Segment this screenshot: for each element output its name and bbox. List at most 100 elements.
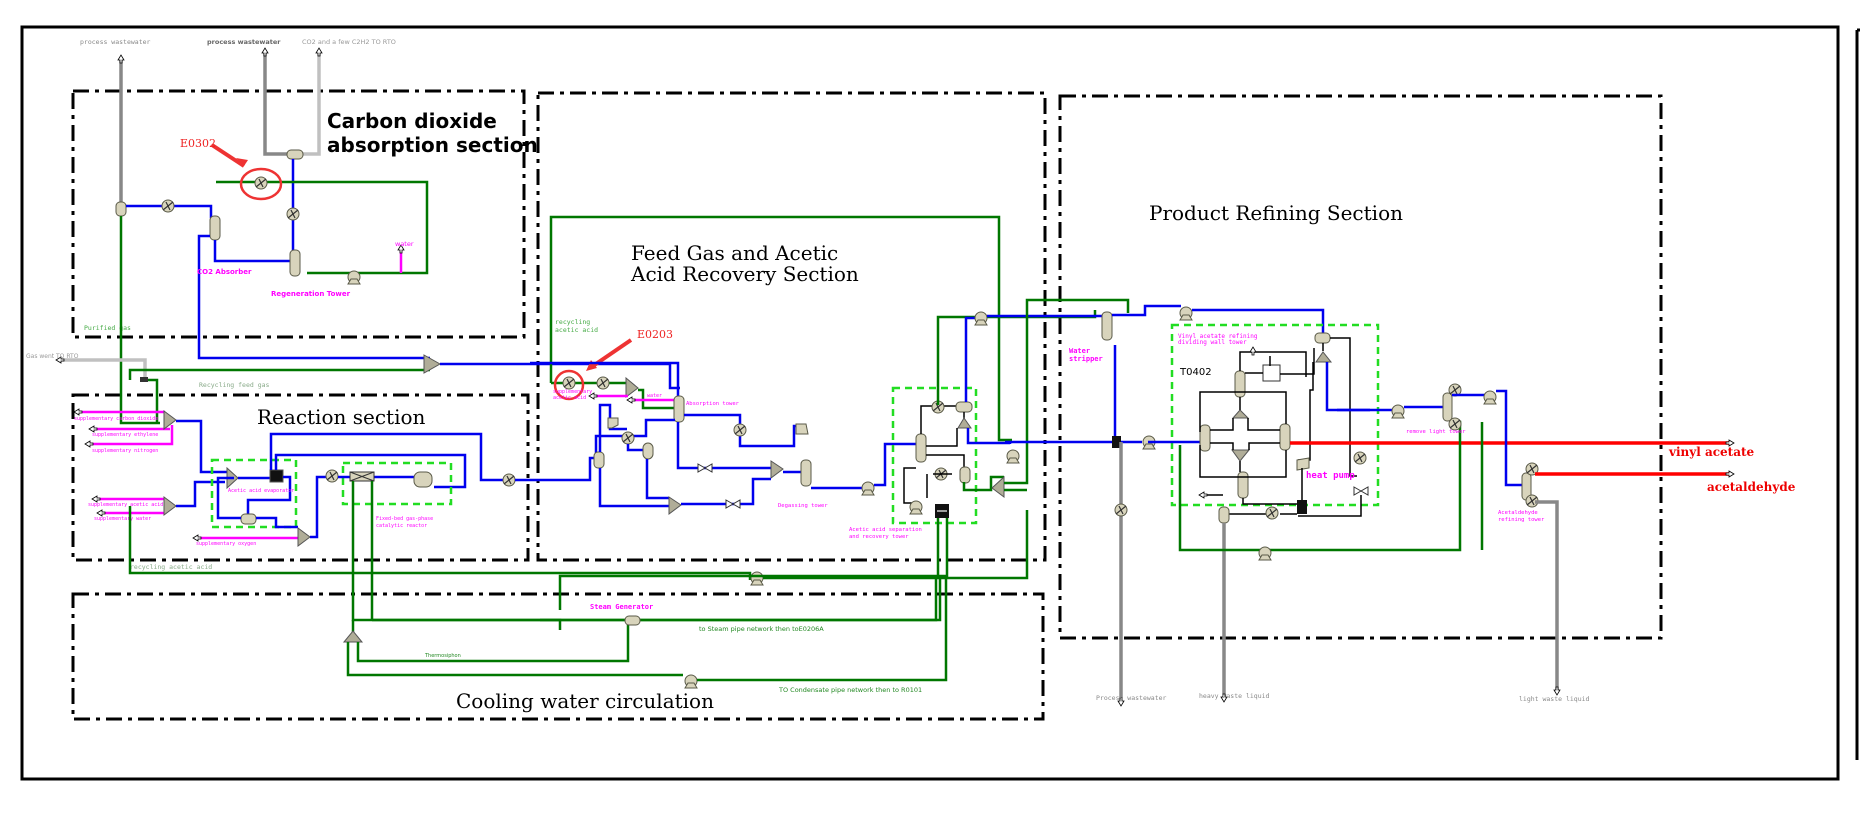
label-supplementary-5: supplementary water xyxy=(94,516,151,522)
heat-exchanger-icon[interactable] xyxy=(502,473,516,487)
dwc-reboiler-drum[interactable] xyxy=(1218,506,1230,524)
mixer[interactable] xyxy=(991,475,1005,498)
heat-exchanger-icon[interactable] xyxy=(1265,506,1279,520)
pump-icon[interactable] xyxy=(1483,390,1497,405)
pump-icon[interactable] xyxy=(1006,449,1020,464)
heat-exchanger-e0203-icon[interactable] xyxy=(562,376,576,390)
stream-green-refining xyxy=(1178,420,1462,552)
heat-exchanger-icon[interactable] xyxy=(1114,503,1128,517)
stream-reaction-product xyxy=(269,432,507,482)
reactor-cooler[interactable] xyxy=(413,471,433,488)
section-title-co2-line2: absorption section xyxy=(327,133,538,157)
label-dwc-line1: Vinyl acetate refining xyxy=(1178,333,1258,340)
separator-vessel[interactable] xyxy=(115,201,127,217)
pump-icon[interactable] xyxy=(1179,306,1193,321)
pump-icon[interactable] xyxy=(861,481,875,496)
valve-icon[interactable] xyxy=(1353,486,1369,496)
water-stripper-column[interactable] xyxy=(1101,311,1113,341)
degassing-tower-column[interactable] xyxy=(800,459,812,487)
heat-exchanger-icon[interactable] xyxy=(621,431,635,445)
knockout-drum[interactable] xyxy=(593,451,605,469)
stream-recycling-acetic-acid-loop xyxy=(549,215,1012,442)
heat-exchanger-icon[interactable] xyxy=(733,423,747,437)
inlet-arrow-icon xyxy=(626,396,636,404)
heat-pump-exchanger[interactable] xyxy=(1297,500,1307,514)
separator-black[interactable] xyxy=(1112,436,1121,448)
label-to-steam: to Steam pipe network then toE0206A xyxy=(699,625,824,633)
evaporator-drum[interactable] xyxy=(240,513,257,525)
label-gas-vent: Gas went TO RTO xyxy=(26,353,79,360)
co2-absorber-column[interactable] xyxy=(209,215,221,241)
label-remove-light-tower: remove light tower xyxy=(1406,429,1466,435)
label-supplementary-3: supplementary nitrogen xyxy=(92,448,158,454)
tag-e0302: E0302 xyxy=(180,137,216,150)
mixer[interactable] xyxy=(770,460,784,479)
pump-icon[interactable] xyxy=(1391,404,1405,419)
heat-exchanger-icon[interactable] xyxy=(286,207,300,221)
section-title-recovery-line2: Acid Recovery Section xyxy=(630,262,859,286)
stream-mixed-gas xyxy=(440,362,680,390)
compressor[interactable] xyxy=(795,423,809,435)
section-box-feed-gas-recovery xyxy=(536,91,1047,562)
mixer[interactable] xyxy=(625,376,639,398)
separator-vessel[interactable] xyxy=(642,442,654,460)
mixer[interactable] xyxy=(163,496,177,516)
dwc-prefractionator[interactable] xyxy=(1199,424,1211,452)
mixer[interactable] xyxy=(668,496,682,515)
stream-reflux-return xyxy=(926,428,958,447)
evaporator-vessel[interactable] xyxy=(269,469,284,483)
heat-exchanger-icon[interactable] xyxy=(325,469,339,483)
stream-recycling-feed-gas xyxy=(128,368,430,380)
dwc-condenser-box[interactable] xyxy=(1262,364,1281,382)
pump-icon[interactable] xyxy=(909,500,923,515)
splitter[interactable] xyxy=(957,417,972,429)
stream-green-loop xyxy=(1004,298,1130,492)
label-supplementary-acid-line2: acetic acid xyxy=(553,395,586,401)
flash-drum[interactable] xyxy=(286,149,304,160)
reflux-drum[interactable] xyxy=(955,401,973,413)
stream-gas-to-absorber xyxy=(126,204,213,218)
pump-icon[interactable] xyxy=(347,270,361,285)
heat-pump-compressor[interactable] xyxy=(1296,457,1310,471)
highlight-arrowhead-icon xyxy=(586,360,597,371)
separator-vessel[interactable] xyxy=(959,466,971,484)
heat-exchanger-e0302-icon[interactable] xyxy=(254,176,268,190)
stream-to-condensate xyxy=(697,576,948,682)
valve-icon[interactable] xyxy=(697,463,713,473)
pump-icon[interactable] xyxy=(684,674,698,689)
outlet-arrow-icon xyxy=(1249,346,1257,356)
dwc-splitter-up[interactable] xyxy=(1231,409,1250,419)
dwc-main-column[interactable] xyxy=(1279,423,1291,451)
heat-exchanger-icon[interactable] xyxy=(1353,451,1367,465)
regeneration-tower-column[interactable] xyxy=(289,249,301,277)
compressor[interactable] xyxy=(607,417,619,429)
mixer[interactable] xyxy=(297,527,311,547)
dwc-top-section[interactable] xyxy=(1234,370,1246,398)
dwc-splitter-down[interactable] xyxy=(1231,449,1251,462)
splitter[interactable] xyxy=(140,377,148,382)
absorption-tower-column[interactable] xyxy=(673,395,685,423)
remove-light-tower-column[interactable] xyxy=(1442,392,1453,422)
dwc-bottom-section[interactable] xyxy=(1237,471,1249,499)
heat-exchanger-icon[interactable] xyxy=(596,376,610,390)
splitter[interactable] xyxy=(1315,351,1333,363)
stream-light-waste xyxy=(1535,500,1559,690)
pump-icon[interactable] xyxy=(1258,546,1272,561)
stream-drum-liquid xyxy=(598,468,669,508)
pump-icon[interactable] xyxy=(750,571,764,586)
mixer[interactable] xyxy=(423,354,442,374)
pump-icon[interactable] xyxy=(974,311,988,326)
valve-icon[interactable] xyxy=(725,499,741,509)
thermosiphon-separator[interactable] xyxy=(342,630,364,643)
inlet-arrow-icon xyxy=(84,440,94,448)
stream-evaporator-bottom xyxy=(216,476,298,529)
acid-separation-column[interactable] xyxy=(915,433,927,463)
mixer[interactable] xyxy=(163,410,177,430)
label-steam-generator: Steam Generator xyxy=(590,603,653,611)
stream-liquid-merge xyxy=(681,477,771,506)
product-acetaldehyde: acetaldehyde xyxy=(1707,480,1796,494)
stream-label-process-wastewater-2: process wastewater xyxy=(207,38,281,46)
steam-generator[interactable] xyxy=(624,615,641,626)
dwc-reflux-drum[interactable] xyxy=(1314,332,1331,344)
heat-exchanger-icon[interactable] xyxy=(161,199,175,213)
